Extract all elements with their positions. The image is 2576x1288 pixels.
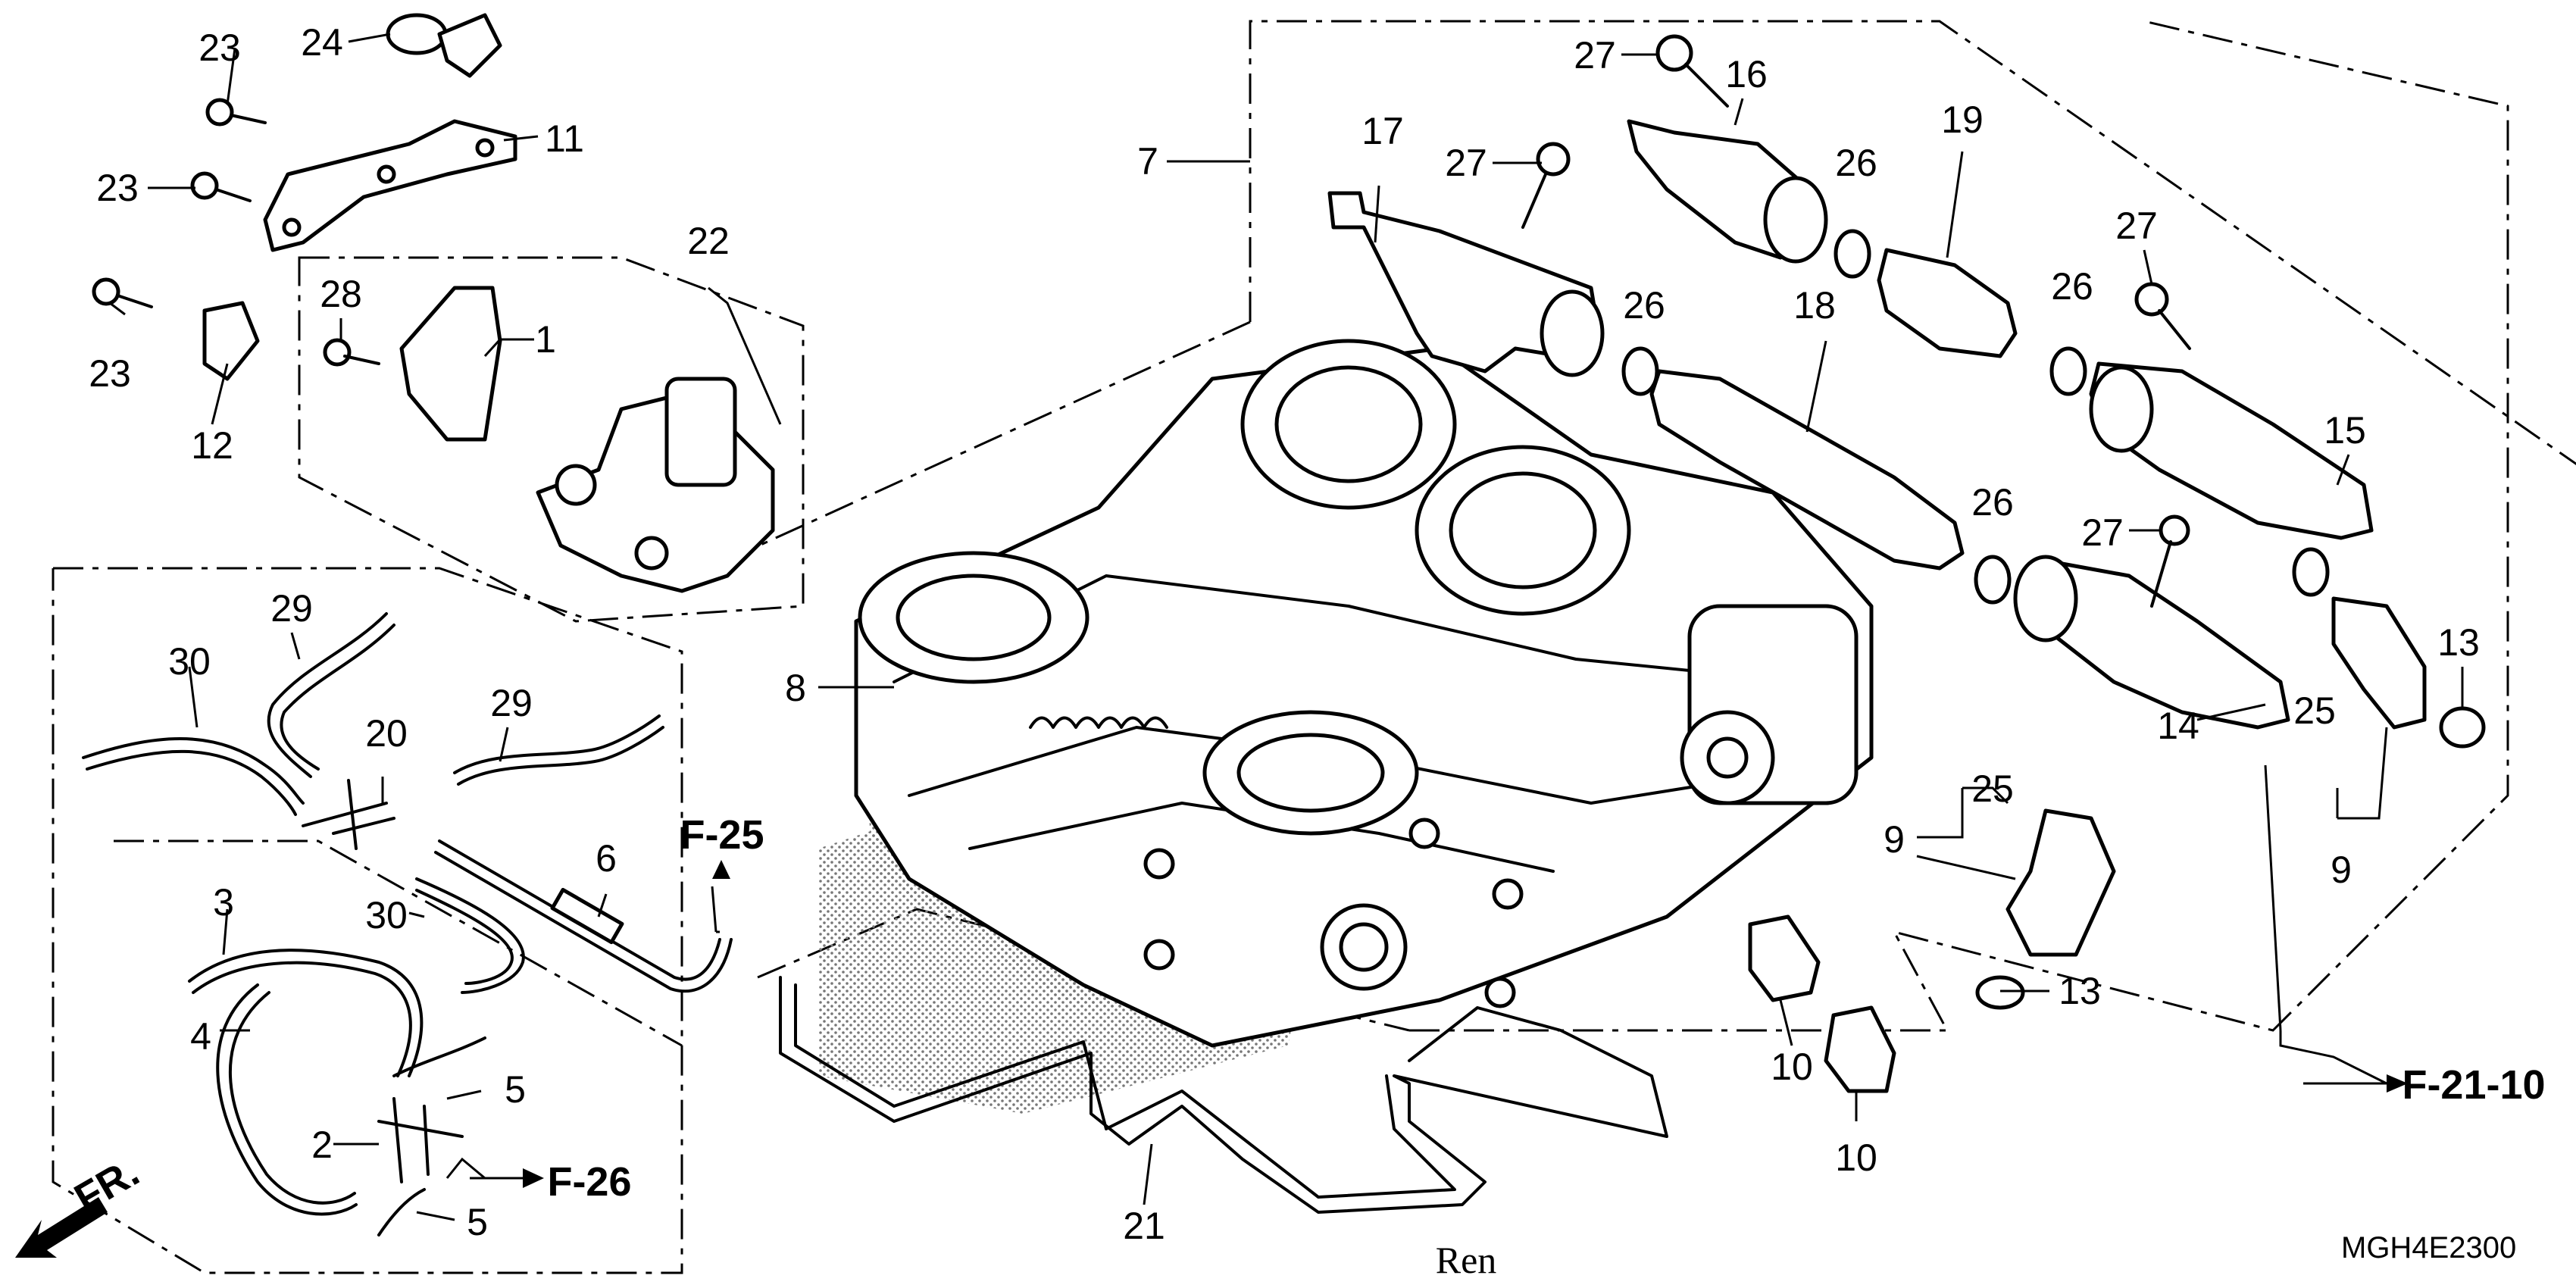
callout-26d: 26: [1971, 481, 2014, 524]
callout-10a: 10: [1771, 1046, 1813, 1088]
callout-26a: 26: [1623, 284, 1665, 327]
ref-f2110: F-21-10: [2402, 1062, 2545, 1108]
callout-14: 14: [2157, 705, 2199, 747]
front-arrow-icon: [15, 1197, 108, 1258]
callout-3: 3: [213, 881, 234, 924]
callout-17: 17: [1361, 110, 1404, 152]
callout-9b: 9: [2331, 849, 2352, 891]
fuel-rail-parts: [1327, 119, 2486, 1093]
hoses: [82, 612, 733, 1236]
callout-27d: 27: [2081, 511, 2124, 554]
ref-f25: F-25: [680, 812, 764, 858]
callout-18: 18: [1793, 284, 1836, 327]
callout-29a: 29: [270, 587, 313, 630]
callout-29b: 29: [490, 682, 533, 724]
callout-1: 1: [535, 318, 556, 361]
dashed-group-outlines: [52, 20, 2576, 1274]
arrows: [15, 860, 2408, 1258]
callout-13b: 13: [2059, 970, 2101, 1012]
callout-25b: 25: [2293, 689, 2336, 732]
callout-8: 8: [785, 667, 806, 709]
callout-labels: 1 2 3 4 5 5 6 7 8 9 9 10 10 11 12 13 13 …: [89, 21, 2480, 1247]
signature: Ren: [1436, 1239, 1497, 1281]
callout-5b: 5: [467, 1201, 488, 1243]
callout-28: 28: [320, 273, 362, 315]
callout-13a: 13: [2437, 621, 2480, 664]
callout-19: 19: [1941, 98, 1984, 141]
callout-25a: 25: [1971, 767, 2014, 810]
arrow-f26: [523, 1168, 544, 1188]
callout-27c: 27: [2115, 205, 2158, 247]
callout-21: 21: [1123, 1205, 1165, 1247]
callout-11: 11: [545, 117, 584, 160]
ref-f26: F-26: [547, 1159, 631, 1205]
callout-6: 6: [596, 837, 617, 880]
callout-22: 22: [687, 220, 730, 262]
callout-15: 15: [2324, 409, 2366, 452]
callout-23b: 23: [96, 167, 139, 209]
callout-7: 7: [1137, 140, 1158, 183]
callout-2: 2: [311, 1124, 333, 1166]
callout-16: 16: [1725, 53, 1768, 95]
bracket-and-bolts: [92, 13, 517, 308]
callout-24: 24: [301, 21, 343, 64]
callout-27b: 27: [1445, 142, 1487, 184]
leader-lines: [109, 33, 2464, 1221]
callout-27a: 27: [1574, 34, 1616, 77]
callout-23a: 23: [199, 27, 241, 69]
callout-26c: 26: [2051, 265, 2093, 308]
throttle-body-assembly-8: [854, 339, 1874, 1048]
callout-23c: 23: [89, 352, 131, 395]
callout-30a: 30: [168, 640, 211, 683]
callout-20: 20: [365, 712, 408, 755]
callout-5a: 5: [505, 1068, 526, 1111]
callout-4: 4: [190, 1015, 211, 1058]
arrow-f25: [712, 860, 730, 879]
callout-26b: 26: [1835, 142, 1877, 184]
callout-12: 12: [191, 424, 233, 467]
sensor-assembly: [202, 286, 775, 593]
callout-9a: 9: [1884, 818, 1905, 861]
callout-30b: 30: [365, 894, 408, 936]
diagram-code: MGH4E2300: [2341, 1231, 2516, 1265]
callout-10b: 10: [1835, 1136, 1877, 1179]
bolts-27: [1521, 34, 2191, 608]
arrow-f2110: [2387, 1074, 2408, 1093]
